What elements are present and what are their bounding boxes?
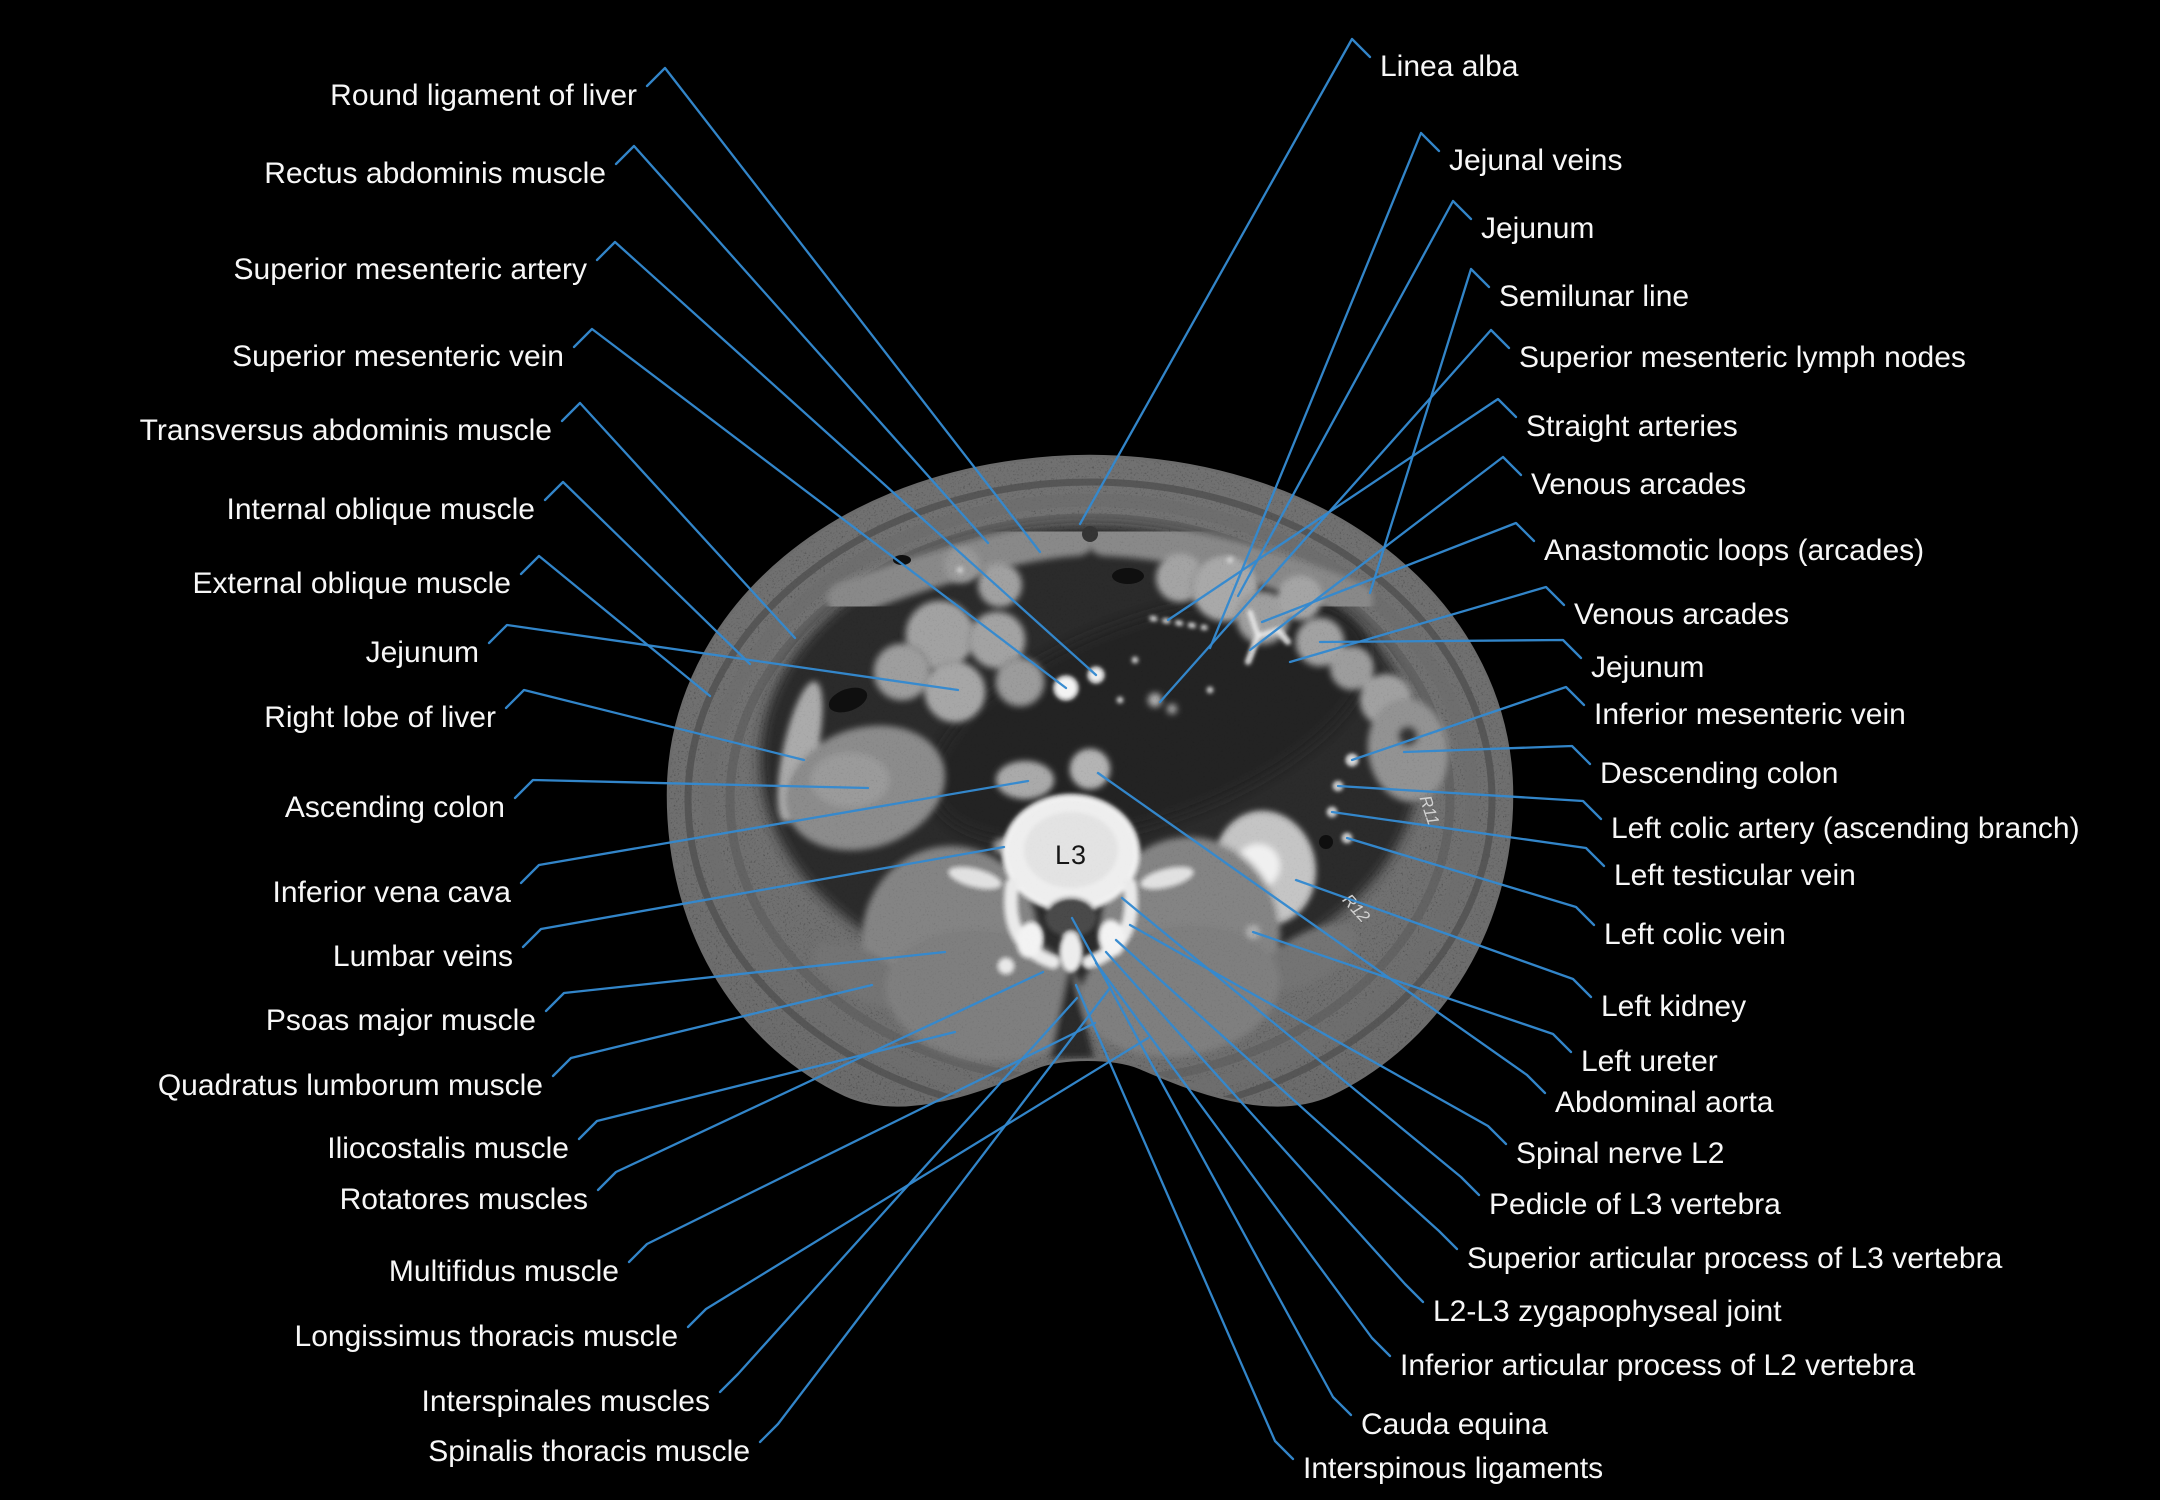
anatomy-label: Quadratus lumborum muscle: [157, 1069, 543, 1102]
leader-line: [1208, 131, 1441, 650]
leader-line: [1114, 938, 1459, 1251]
anatomy-label: Linea alba: [1380, 50, 1519, 83]
anatomy-label: Superior mesenteric vein: [232, 340, 564, 373]
leader-line: [1074, 983, 1295, 1461]
leader-line: [551, 983, 874, 1078]
leader-line: [487, 623, 960, 692]
leader-line: [758, 986, 1112, 1444]
anatomy-label: Spinal nerve L2: [1516, 1137, 1725, 1170]
leader-line: [686, 1036, 1150, 1329]
leader-line: [544, 950, 947, 1013]
leader-line: [504, 688, 806, 762]
anatomy-label: Abdominal aorta: [1555, 1086, 1774, 1119]
leader-line: [1248, 455, 1523, 652]
leader-line: [1158, 328, 1511, 704]
anatomy-label: Interspinous ligaments: [1303, 1452, 1604, 1485]
leader-line: [718, 996, 1079, 1394]
leader-line: [1094, 961, 1392, 1358]
anatomy-label: Psoas major muscle: [265, 1004, 536, 1037]
anatomy-label: Interspinales muscles: [421, 1385, 710, 1418]
leader-line: [596, 970, 1045, 1192]
anatomy-label: Jejunal veins: [1449, 144, 1623, 177]
anatomy-label: Superior mesenteric lymph nodes: [1519, 341, 1966, 374]
anatomy-label: Spinalis thoracis muscle: [428, 1435, 750, 1468]
leader-line: [577, 1030, 957, 1141]
anatomy-label: Jejunum: [1481, 212, 1595, 245]
leader-line: [595, 240, 1098, 677]
anatomy-label: Anastomotic loops (arcades): [1544, 534, 1925, 567]
leader-line: [1318, 638, 1583, 660]
anatomy-label: Left testicular vein: [1614, 859, 1856, 892]
leader-line: [1128, 923, 1508, 1146]
anatomy-label: L2-L3 zygapophyseal joint: [1433, 1295, 1782, 1328]
leader-line: [1350, 685, 1586, 762]
leader-line: [519, 779, 1030, 885]
anatomy-label: Venous arcades: [1574, 598, 1790, 631]
anatomy-label: Inferior vena cava: [272, 876, 511, 909]
anatomy-label: Left colic artery (ascending branch): [1611, 812, 2080, 845]
leader-line: [519, 554, 712, 698]
leader-line: [1402, 744, 1592, 766]
leader-line: [543, 480, 752, 666]
anatomy-label: Left ureter: [1581, 1045, 1718, 1078]
anatomy-label: Jejunum: [365, 636, 479, 669]
anatomy-label: Round ligament of liver: [330, 79, 637, 112]
anatomy-label: Jejunum: [1591, 651, 1705, 684]
anatomy-label: Pedicle of L3 vertebra: [1489, 1188, 1781, 1221]
anatomy-label: Multifidus muscle: [388, 1255, 619, 1288]
anatomy-label: Straight arteries: [1526, 410, 1738, 443]
anatomy-label: Semilunar line: [1499, 280, 1690, 313]
leader-line: [1104, 950, 1425, 1304]
leader-line: [1294, 878, 1593, 999]
leader-line: [513, 778, 870, 800]
leader-line: [1336, 784, 1603, 821]
leader-line: [1120, 896, 1481, 1197]
anatomy-label: Lumbar veins: [332, 940, 513, 973]
anatomy-label: Rectus abdominis muscle: [264, 157, 606, 190]
anatomy-label: Venous arcades: [1531, 468, 1747, 501]
anatomy-label: Superior mesenteric artery: [233, 253, 587, 286]
anatomy-label: Internal oblique muscle: [226, 493, 535, 526]
anatomy-label: Left kidney: [1601, 990, 1747, 1023]
anatomy-label: Descending colon: [1600, 757, 1839, 790]
anatomy-label: External oblique muscle: [192, 567, 511, 600]
leader-line: [627, 1021, 1097, 1264]
leader-line: [572, 327, 1068, 690]
leader-line: [1288, 585, 1566, 664]
leader-line: [1260, 521, 1536, 624]
anatomy-label: Transversus abdominis muscle: [139, 414, 552, 447]
anatomy-label: Left colic vein: [1604, 918, 1786, 951]
leader-line: [1368, 267, 1491, 595]
leader-line: [1096, 771, 1547, 1095]
leader-line: [1251, 930, 1573, 1054]
leader-line: [1330, 810, 1606, 868]
leader-line: [614, 144, 990, 545]
vertebra-label: L3: [1055, 840, 1087, 870]
leader-line: [1070, 916, 1353, 1417]
leader-line: [1166, 397, 1518, 622]
leader-line: [521, 845, 1006, 949]
anatomy-label: Rotatores muscles: [339, 1183, 588, 1216]
anatomy-label: Longissimus thoracis muscle: [294, 1320, 678, 1353]
leader-line: [1078, 37, 1372, 526]
leader-line: [645, 66, 1042, 554]
anatomy-label: Ascending colon: [284, 791, 505, 824]
leader-line: [560, 401, 797, 640]
anatomy-label: Cauda equina: [1361, 1408, 1548, 1441]
leader-line: [1345, 836, 1596, 927]
anatomy-label: Right lobe of liver: [264, 701, 496, 734]
anatomy-label: Iliocostalis muscle: [327, 1132, 569, 1165]
anatomy-label: Inferior mesenteric vein: [1594, 698, 1906, 731]
leader-line: [1236, 199, 1473, 598]
anatomy-label: Superior articular process of L3 vertebr…: [1467, 1242, 2003, 1275]
anatomy-label: Inferior articular process of L2 vertebr…: [1400, 1349, 1916, 1382]
